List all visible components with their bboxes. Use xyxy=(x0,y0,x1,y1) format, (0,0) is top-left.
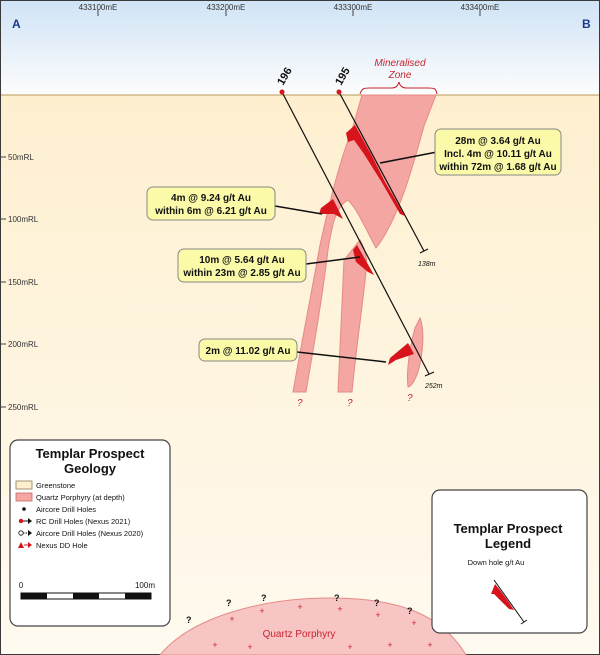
prospect-legend: Templar Prospect Legend Down hole g/t Au xyxy=(431,489,588,634)
porphyry-label: Quartz Porphyry xyxy=(263,629,336,640)
legend-title: Templar Prospect xyxy=(36,446,146,461)
scale-label: 100m xyxy=(135,581,155,590)
callout-line: within 72m @ 1.68 g/t Au xyxy=(438,162,556,173)
rc-hole-icon xyxy=(18,518,32,524)
question-mark: ? xyxy=(186,615,192,625)
callout-line: 2m @ 11.02 g/t Au xyxy=(206,346,291,357)
legend-item: Aircore Drill Holes xyxy=(36,505,96,514)
legend-item: Nexus DD Hole xyxy=(36,541,88,550)
intercept-callout: 10m @ 5.64 g/t Au within 23m @ 2.85 g/t … xyxy=(177,248,307,283)
sky-band xyxy=(0,0,600,95)
zone-label-line: Mineralised xyxy=(374,58,426,69)
svg-text:+: + xyxy=(347,642,352,652)
callout-line: within 23m @ 2.85 g/t Au xyxy=(182,268,300,279)
grade-histograms xyxy=(319,125,414,365)
rl-label: 50mRL xyxy=(8,153,34,162)
callout-leaders xyxy=(274,151,438,363)
question-mark: ? xyxy=(407,393,413,404)
easting-axis: 433100mE 433200mE 433300mE 433400mE xyxy=(79,3,500,16)
porphyry-main-body xyxy=(292,94,437,393)
easting-label: 433100mE xyxy=(79,3,118,12)
legend-item: RC Drill Holes (Nexus 2021) xyxy=(36,517,131,526)
question-mark: ? xyxy=(297,398,303,409)
intercept-callout: 2m @ 11.02 g/t Au xyxy=(198,338,298,362)
svg-text:+: + xyxy=(229,614,234,624)
intercept-callout: 4m @ 9.24 g/t Au within 6m @ 6.21 g/t Au xyxy=(146,186,276,221)
scale-bar: 0 100m xyxy=(19,581,155,600)
svg-text:+: + xyxy=(387,640,392,650)
svg-text:+: + xyxy=(337,604,342,614)
svg-text:+: + xyxy=(411,618,416,628)
scale-label: 0 xyxy=(19,581,24,590)
section-end-b: B xyxy=(582,17,591,31)
question-mark: ? xyxy=(407,606,413,616)
aircore-hole-icon xyxy=(22,507,26,511)
question-mark: ? xyxy=(334,593,340,603)
zone-label-line: Zone xyxy=(388,70,412,81)
callout-line: 4m @ 9.24 g/t Au xyxy=(171,193,251,204)
legend-item: Quartz Porphyry (at depth) xyxy=(36,493,125,502)
dd-hole-icon xyxy=(18,542,32,548)
hole-depth-label: 252m xyxy=(424,383,443,390)
rl-label: 150mRL xyxy=(8,278,39,287)
grade-bar-195 xyxy=(346,125,405,216)
svg-text:+: + xyxy=(427,640,432,650)
uncertainty-marks: ? ? ? xyxy=(297,393,413,409)
grade-bar-196-lower xyxy=(388,343,414,365)
grade-bar-196-middle xyxy=(353,245,374,275)
legend-title: Templar Prospect xyxy=(454,521,564,536)
easting-label: 433200mE xyxy=(207,3,246,12)
svg-text:+: + xyxy=(259,606,264,616)
callout-line: within 6m @ 6.21 g/t Au xyxy=(154,206,267,217)
callout-line: 10m @ 5.64 g/t Au xyxy=(199,255,285,266)
legend-title: Legend xyxy=(485,536,531,551)
question-mark: ? xyxy=(374,598,380,608)
grade-bar-196-upper xyxy=(319,199,343,219)
rl-axis: 50mRL 100mRL 150mRL 200mRL 250mRL xyxy=(0,153,39,412)
downhole-grade-example-icon xyxy=(491,579,528,625)
rl-label: 100mRL xyxy=(8,215,39,224)
question-mark: ? xyxy=(226,598,232,608)
callout-line: 28m @ 3.64 g/t Au xyxy=(455,136,541,147)
section-end-a: A xyxy=(12,17,21,31)
callout-line: Incl. 4m @ 10.11 g/t Au xyxy=(444,149,552,160)
svg-text:+: + xyxy=(375,610,380,620)
rl-label: 200mRL xyxy=(8,340,39,349)
greenstone-swatch xyxy=(15,480,33,490)
easting-label: 433300mE xyxy=(334,3,373,12)
porphyry-branch xyxy=(337,239,368,393)
svg-text:+: + xyxy=(297,602,302,612)
mineralised-zone-marker: Mineralised Zone xyxy=(359,58,438,95)
intercept-callout: 28m @ 3.64 g/t Au Incl. 4m @ 10.11 g/t A… xyxy=(434,128,562,176)
legend-item: Greenstone xyxy=(36,481,75,490)
easting-label: 433400mE xyxy=(461,3,500,12)
aircore-2020-icon xyxy=(18,530,32,536)
svg-text:+: + xyxy=(212,640,217,650)
rl-label: 250mRL xyxy=(8,403,39,412)
svg-text:+: + xyxy=(247,642,252,652)
geology-legend: Templar Prospect Geology Greenstone Quar… xyxy=(9,439,171,627)
legend-item: Aircore Drill Holes (Nexus 2020) xyxy=(36,529,144,538)
hole-depth-label: 138m xyxy=(418,261,436,268)
question-mark: ? xyxy=(261,593,267,603)
porphyry-swatch xyxy=(15,492,33,502)
question-mark: ? xyxy=(347,398,353,409)
legend-title: Geology xyxy=(64,461,117,476)
legend-caption: Down hole g/t Au xyxy=(468,558,525,567)
